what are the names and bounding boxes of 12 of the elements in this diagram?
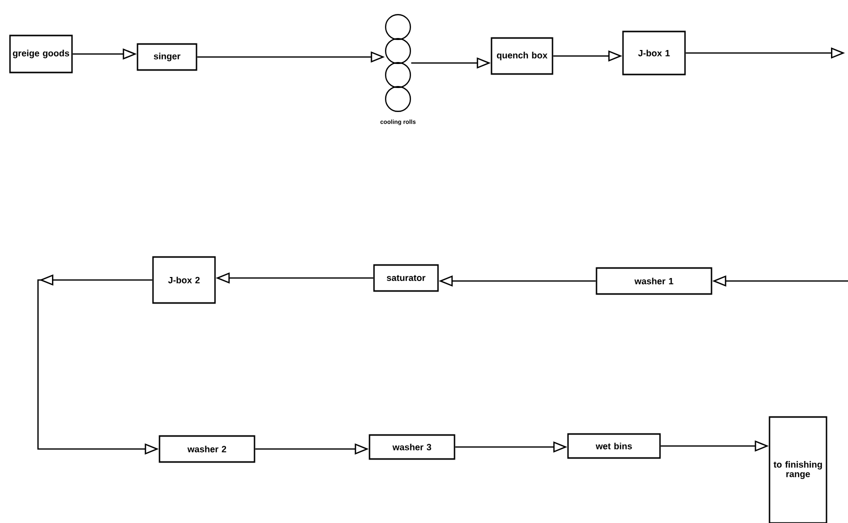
process-box: quench box — [490, 37, 554, 75]
process-box: J-box 2 — [152, 256, 216, 304]
process-box: washer 1 — [596, 267, 712, 295]
rolls-drawing — [385, 14, 411, 112]
process-box: washer 2 — [158, 435, 256, 463]
process-box: J-box 1 — [622, 30, 686, 76]
process-box: singer — [136, 43, 198, 71]
process-box: washer 3 — [368, 434, 456, 460]
process-box: wet bins — [567, 433, 661, 459]
process-box: greige goods — [9, 34, 73, 74]
process-box: to finishing range — [768, 416, 828, 523]
process-box: saturator — [373, 264, 439, 292]
